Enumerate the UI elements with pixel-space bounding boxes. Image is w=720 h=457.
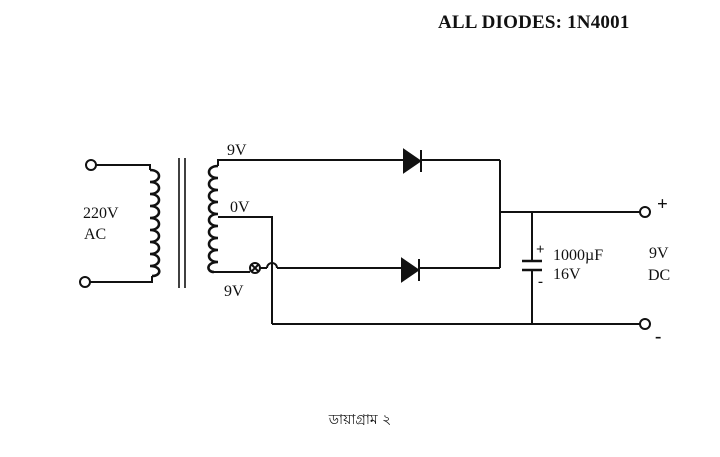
secondary-coil <box>207 164 219 274</box>
capacitor-minus-sign: - <box>538 274 543 290</box>
primary-terminal-top <box>85 159 97 171</box>
diode-bottom <box>401 257 500 283</box>
output-plus-sign: + <box>657 194 668 215</box>
diode-top <box>403 148 500 174</box>
diode-note: ALL DIODES: 1N4001 <box>438 12 630 33</box>
capacitor-value-label: 1000µF <box>553 247 603 264</box>
output-terminal-positive <box>639 206 651 218</box>
primary-lead-top <box>96 164 151 170</box>
center-tap-lead <box>218 216 273 258</box>
output-voltage-label: 9V <box>649 245 669 262</box>
diagram-caption: ডায়াগ্রাম ২ <box>328 412 392 428</box>
primary-terminal-bottom <box>79 276 91 288</box>
primary-voltage-label: 220V <box>83 205 119 222</box>
node-cross-mark <box>251 264 259 272</box>
primary-type-label: AC <box>84 226 106 243</box>
capacitor-voltage-label: 16V <box>553 266 581 283</box>
secondary-top-lead <box>217 159 404 166</box>
primary-coil <box>149 168 161 278</box>
transformer-core <box>178 158 186 288</box>
secondary-bottom-label: 9V <box>224 283 244 300</box>
capacitor-plus-sign: + <box>536 242 545 258</box>
filter-capacitor <box>522 212 542 324</box>
output-minus-sign: - <box>655 326 661 347</box>
secondary-top-label: 9V <box>227 142 247 159</box>
primary-lead-bottom <box>90 276 153 283</box>
center-tap-label: 0V <box>230 199 250 216</box>
output-type-label: DC <box>648 267 670 284</box>
output-terminal-negative <box>639 318 651 330</box>
